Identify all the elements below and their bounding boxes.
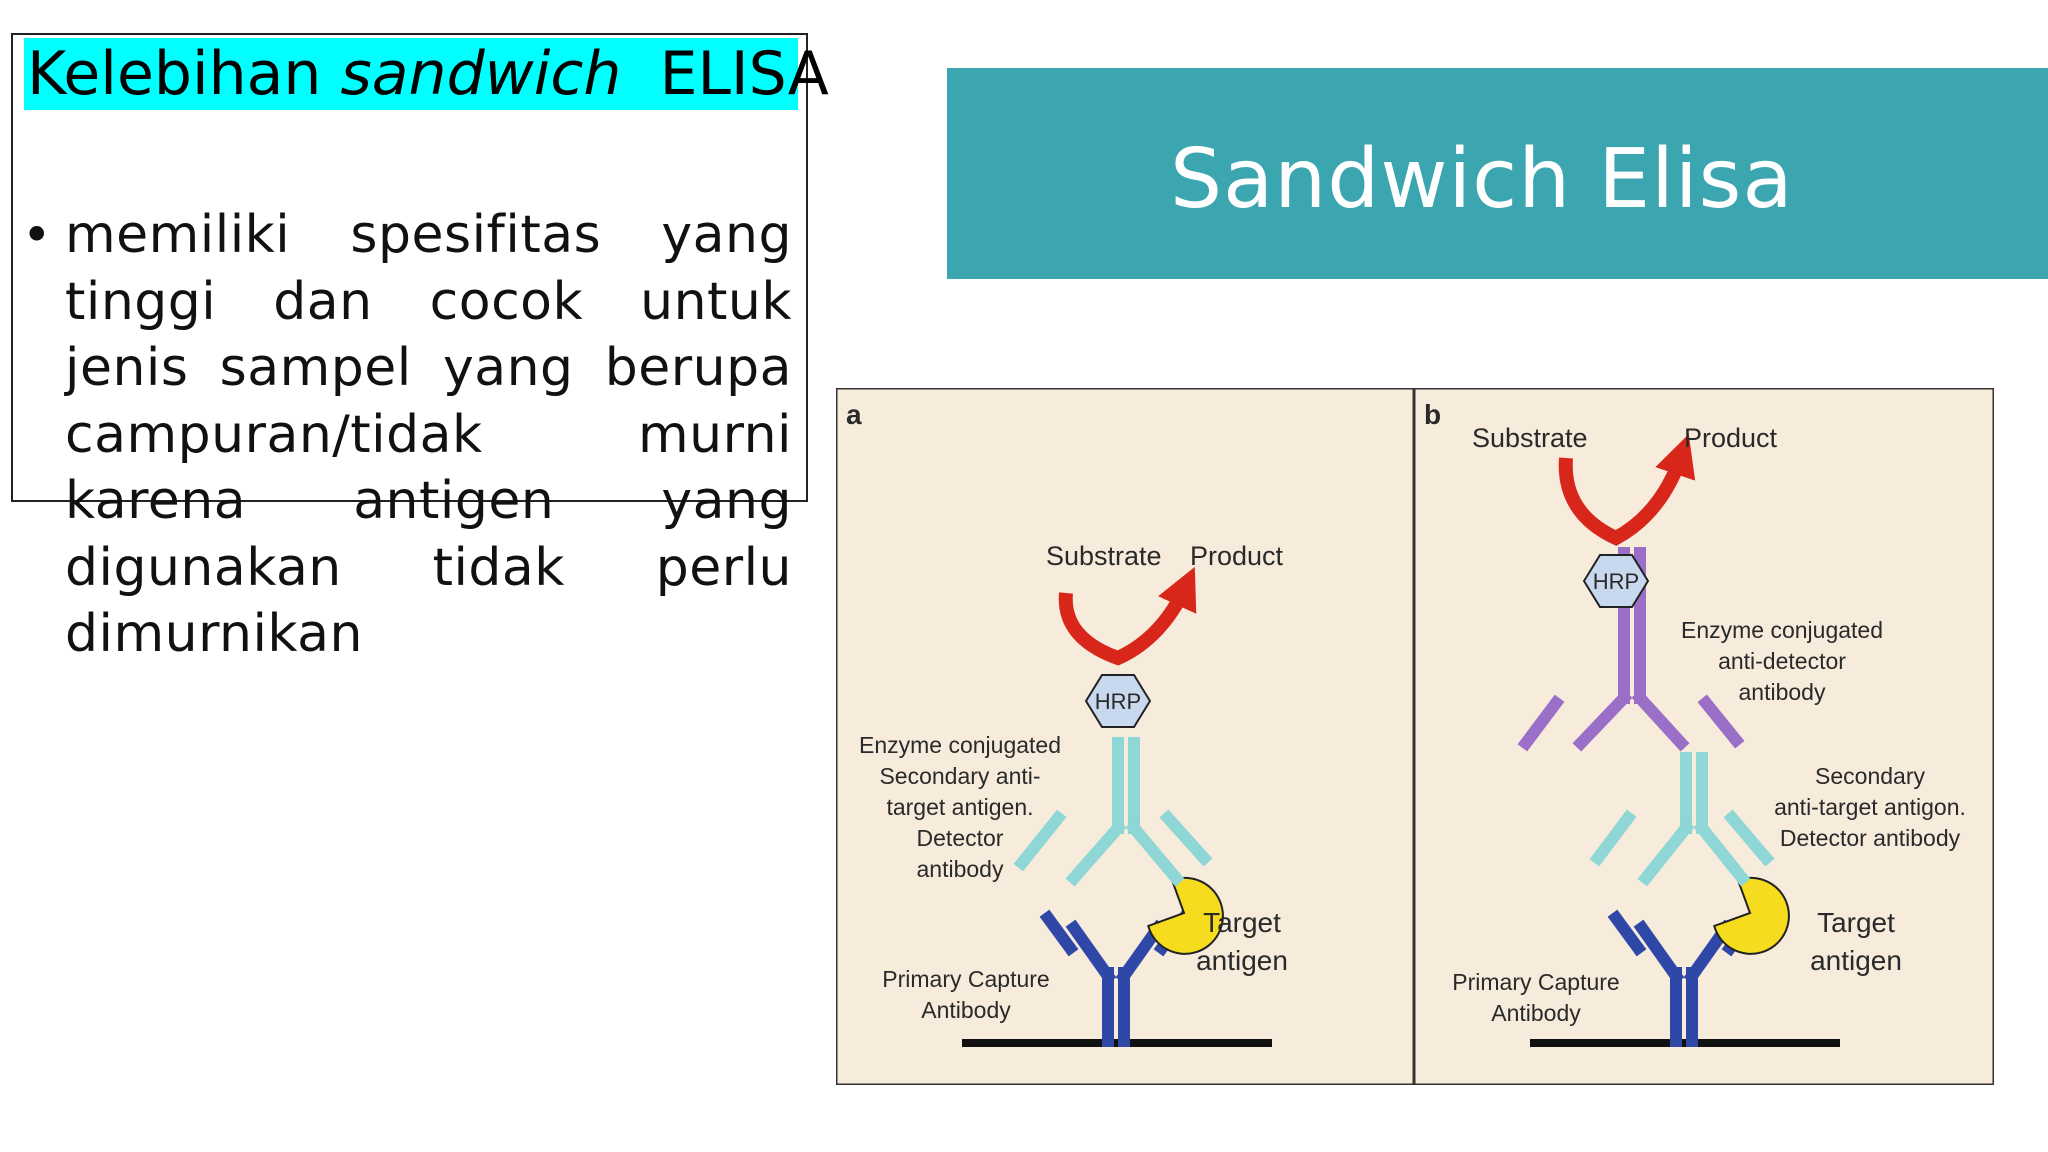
target-label-a-2: antigen: [1196, 945, 1288, 976]
enzyme-label-b-2: anti-detector: [1718, 648, 1846, 674]
detector-antibody-b: [1589, 752, 1775, 887]
title-part2: ELISA: [621, 39, 829, 109]
capture-label-a-1: Primary Capture: [882, 966, 1049, 992]
secondary-label-b-3: Detector antibody: [1780, 825, 1961, 851]
anti-detector-antibody-b: [1517, 547, 1745, 752]
panel-a-letter: a: [846, 399, 862, 430]
capture-label-b-1: Primary Capture: [1452, 969, 1619, 995]
detector-antibody-a: [1013, 737, 1213, 887]
product-a: Product: [1190, 541, 1284, 571]
target-antigen-b: [1713, 876, 1790, 955]
capture-label-b-2: Antibody: [1491, 1000, 1581, 1026]
banner: [947, 68, 2048, 279]
secondary-label-b-1: Secondary: [1815, 763, 1925, 789]
target-label-b-1: Target: [1817, 907, 1895, 938]
secondary-label-b-2: anti-target antigon.: [1774, 794, 1966, 820]
substrate-a: Substrate: [1046, 541, 1162, 571]
target-label-b-2: antigen: [1810, 945, 1902, 976]
detector-label-a-2: Secondary anti-: [879, 763, 1040, 789]
panel-b: b: [1424, 399, 1966, 1047]
slide-title: Kelebihan sandwich ELISA: [27, 38, 829, 110]
elisa-figure: a HRP Substrate Product: [836, 388, 1994, 1085]
title-part1: Kelebihan: [27, 39, 341, 109]
detector-label-a-5: antibody: [917, 856, 1004, 882]
text-box-frame: [11, 33, 808, 502]
detector-label-a-4: Detector: [917, 825, 1004, 851]
capture-antibody-a: [1039, 909, 1193, 1047]
bullet-icon: •: [22, 206, 52, 264]
hrp-a-label: HRP: [1095, 689, 1141, 714]
product-b: Product: [1684, 423, 1778, 453]
enzyme-label-b-1: Enzyme conjugated: [1681, 617, 1883, 643]
detector-label-a: Enzyme conjugated Secondary anti- target…: [859, 732, 1061, 882]
panel-a: a HRP Substrate Product: [846, 399, 1288, 1047]
hrp-b: [1582, 554, 1650, 608]
enzyme-label-b-3: antibody: [1739, 679, 1826, 705]
panel-b-letter: b: [1424, 399, 1441, 430]
hrp-a: [1084, 674, 1152, 728]
hrp-b-label: HRP: [1593, 569, 1639, 594]
bullet-text: memiliki spesifitas yang tinggi dan coco…: [65, 205, 792, 664]
target-label-a-1: Target: [1203, 907, 1281, 938]
title-italic: sandwich: [340, 39, 622, 109]
substrate-b: Substrate: [1472, 423, 1588, 453]
reaction-arrow-a: [1058, 566, 1197, 666]
target-antigen-a: [1147, 876, 1224, 955]
detector-label-a-3: target antigen.: [886, 794, 1033, 820]
banner-title: Sandwich Elisa: [1170, 132, 1794, 227]
capture-label-a-2: Antibody: [921, 997, 1011, 1023]
reaction-arrow-b: [1558, 434, 1696, 546]
title-highlight: [24, 38, 798, 110]
detector-label-a-1: Enzyme conjugated: [859, 732, 1061, 758]
